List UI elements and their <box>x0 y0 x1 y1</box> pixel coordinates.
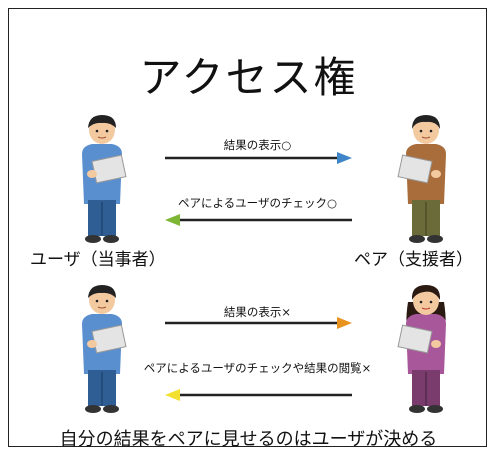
user-bottom-illustration <box>82 285 127 413</box>
arrow-caption-result-display-allowed: 結果の表示○ <box>223 138 292 152</box>
arrow-right-orange <box>165 317 352 329</box>
arrow-caption-pair-check-allowed: ペアによるユーザのチェック○ <box>178 196 337 210</box>
user-top-illustration <box>82 115 127 243</box>
user-role-label: ユーザ（当事者） <box>30 250 166 270</box>
pair-role-label: ペア（支援者） <box>354 250 473 270</box>
pair-bottom-illustration <box>397 285 446 413</box>
arrow-right-blue <box>165 152 352 164</box>
diagram-title: アクセス権 <box>139 53 358 102</box>
footer-statement: 自分の結果をペアに見せるのはユーザが決める <box>59 429 438 450</box>
arrow-caption-pair-check-and-view-denied: ペアによるユーザのチェックや結果の閲覧× <box>143 361 372 375</box>
arrow-left-green <box>165 214 352 226</box>
arrow-left-yellow <box>165 389 352 401</box>
pair-top-illustration <box>397 115 446 243</box>
arrow-caption-result-display-denied: 結果の表示× <box>223 305 292 319</box>
